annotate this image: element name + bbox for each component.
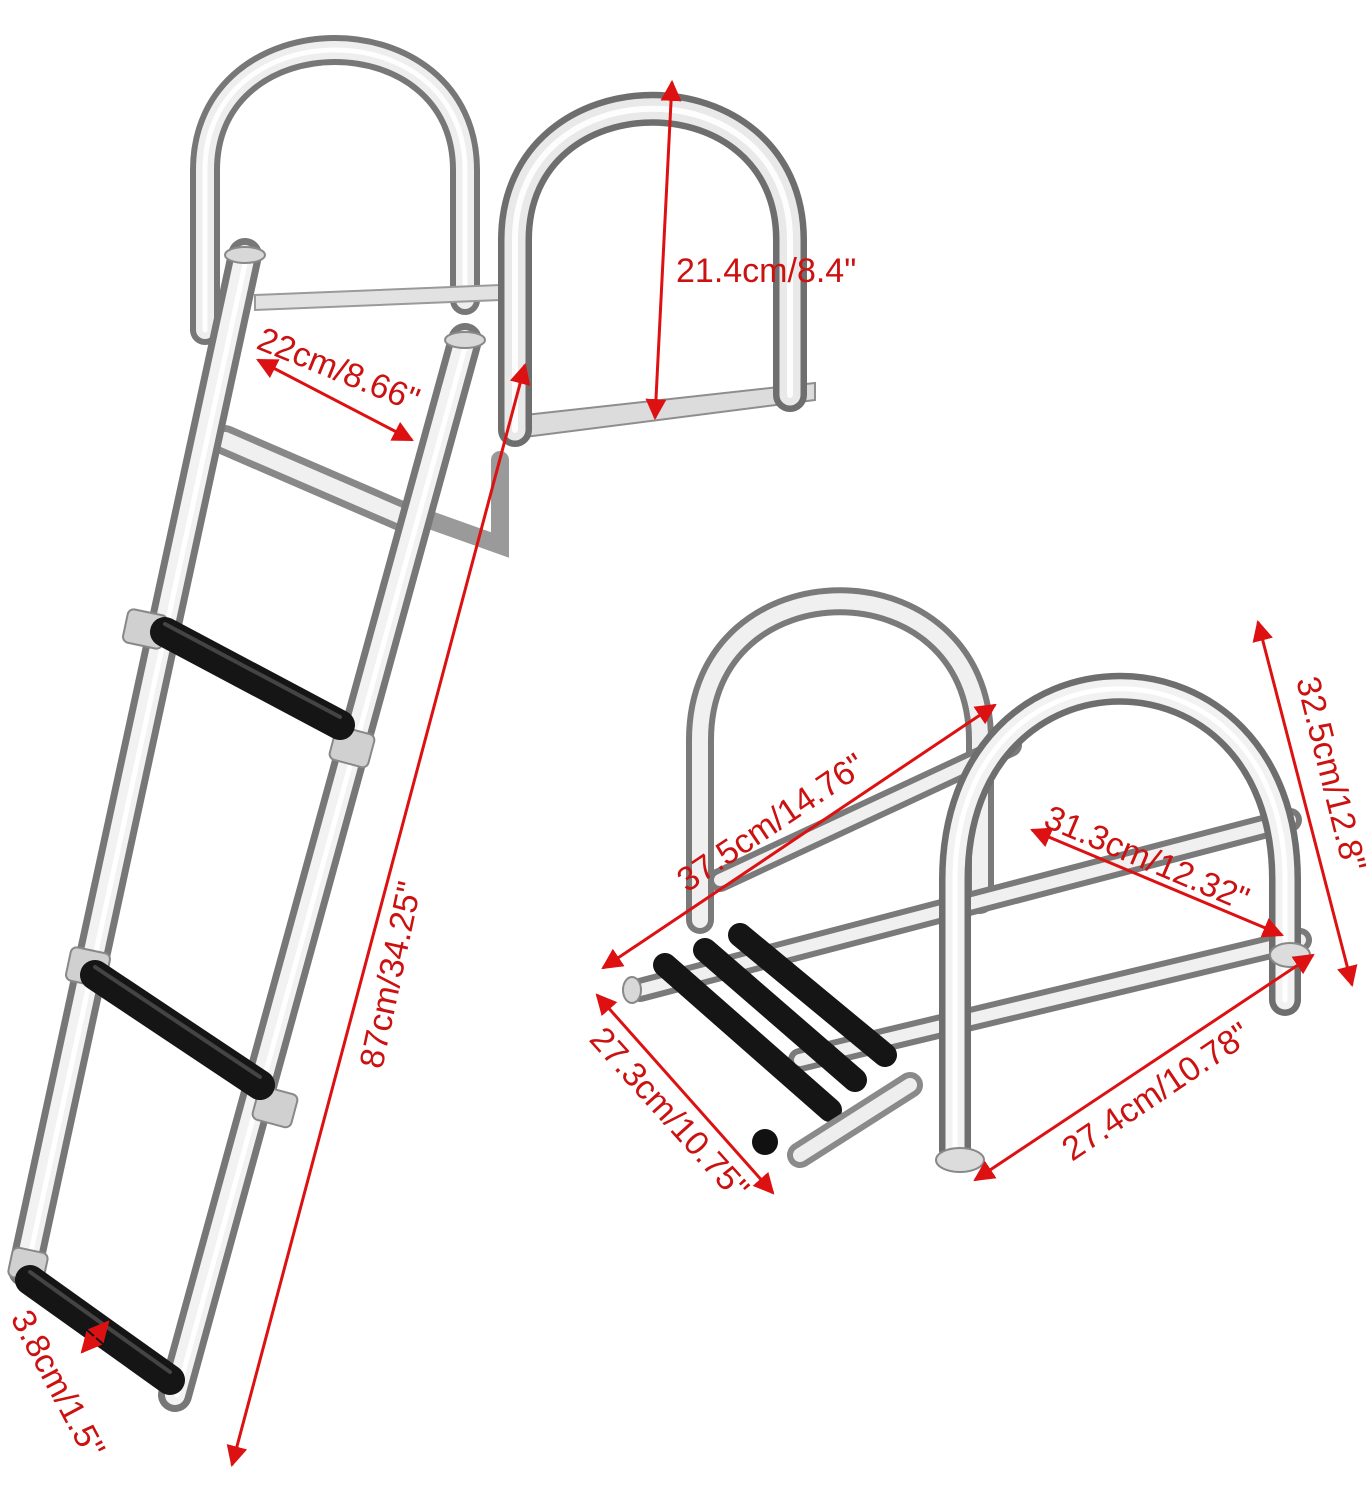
front-mounting-plate [524, 381, 816, 439]
total-length-label: 87cm/34.25" [353, 878, 430, 1072]
hook-height-arrow [645, 79, 682, 421]
folded-tube-end [622, 976, 642, 1004]
folded-tread [693, 938, 867, 1092]
depth-arrow [595, 993, 775, 1195]
ladder-tread [150, 617, 355, 740]
diagonal-arrow [601, 703, 997, 970]
extended-ladder-dimension-lines [80, 79, 682, 1468]
height-label: 32.5cm/12.8" [1288, 673, 1366, 875]
inner-length-label: 31.3cm/12.32" [1039, 798, 1255, 918]
folded-front-hook-loop [939, 672, 1301, 1166]
inner-length-arrow [1030, 827, 1284, 938]
folded-mounting-foot [1269, 942, 1311, 968]
total-length-arrow [226, 362, 531, 1468]
hook-height-label: 21.4cm/8.4" [676, 252, 856, 290]
depth-label: 27.3cm/10.75" [582, 1020, 756, 1208]
base-length-arrow [973, 953, 1315, 1182]
folded-mounting-foot [935, 1147, 985, 1173]
height-arrow [1252, 619, 1358, 988]
folded-ladder-dimension-lines [595, 619, 1358, 1195]
ladder-tread [80, 960, 275, 1100]
tread-width-arrow [80, 1320, 110, 1354]
base-length-label: 27.4cm/10.78" [1055, 1015, 1257, 1168]
release-knob [752, 1129, 778, 1155]
